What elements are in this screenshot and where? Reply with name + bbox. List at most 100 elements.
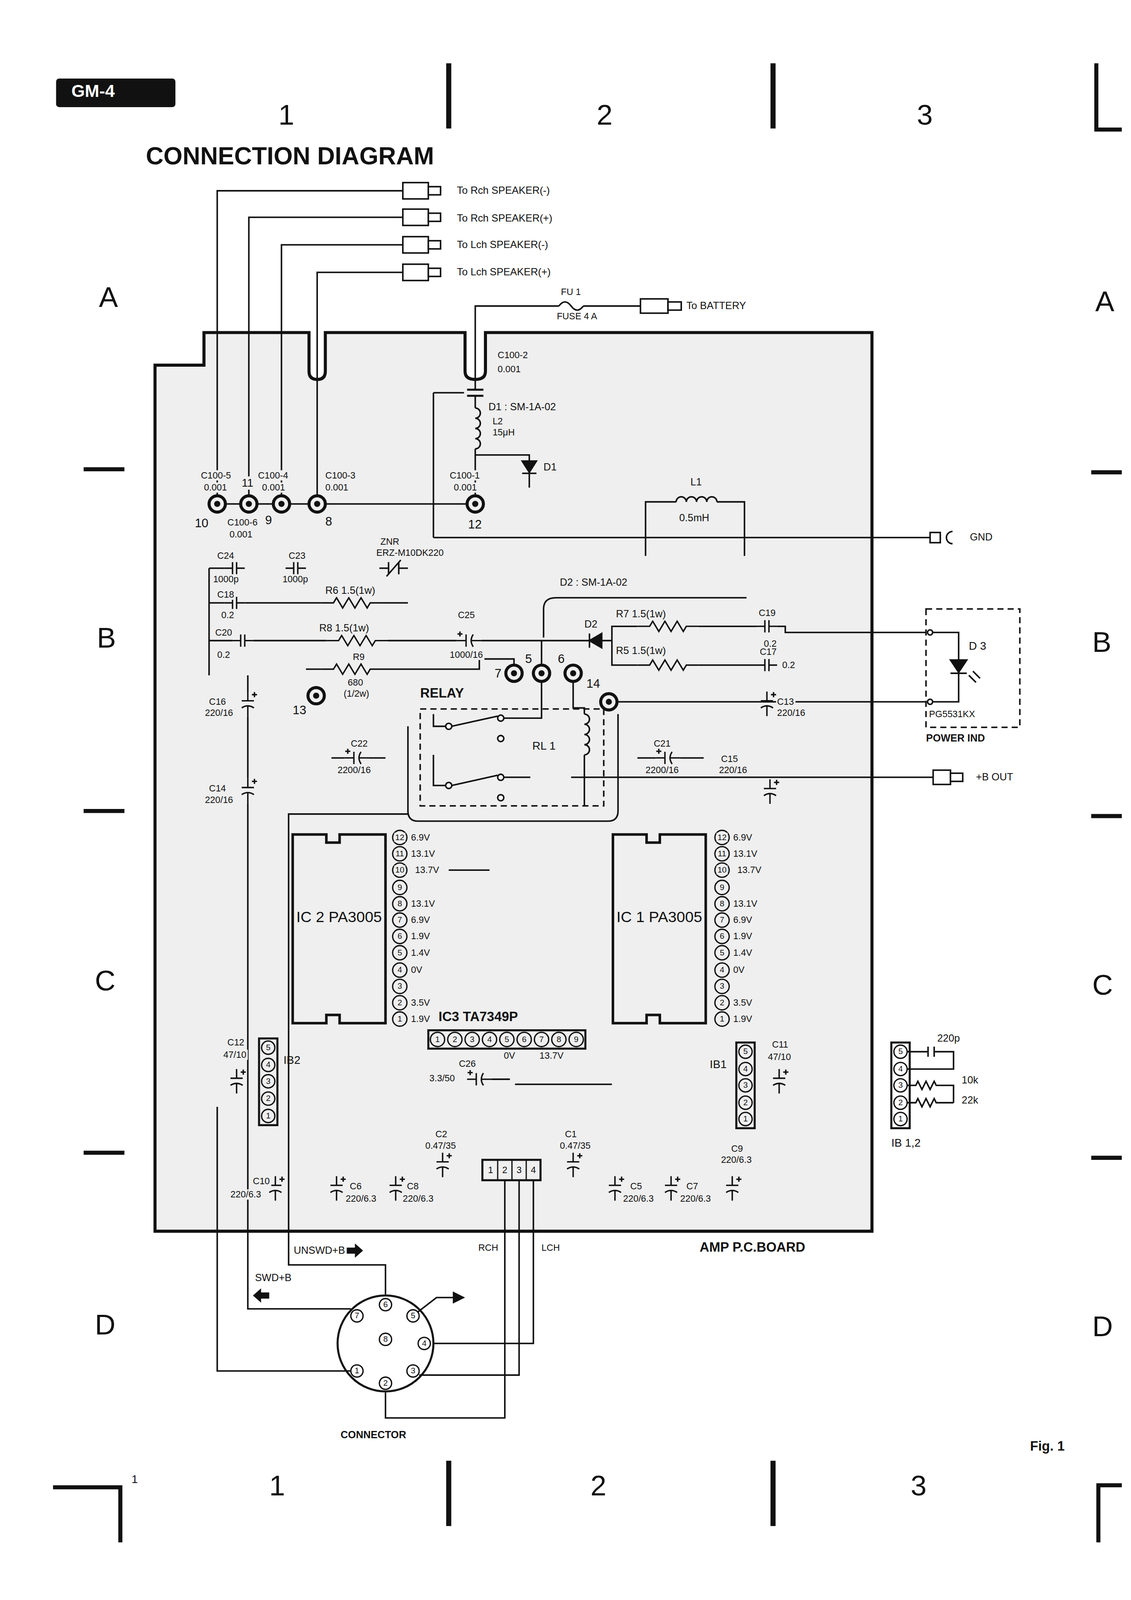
pin-number: 4 bbox=[265, 1060, 272, 1070]
pin-number: 10 bbox=[716, 865, 728, 875]
wire bbox=[475, 408, 481, 449]
pin-number: 4 bbox=[529, 1164, 537, 1175]
pin-ring bbox=[714, 862, 729, 878]
grid-reference: B bbox=[96, 622, 117, 656]
capacitor-symbol bbox=[756, 658, 778, 672]
pin-number: 2 bbox=[742, 1097, 749, 1108]
connector-block bbox=[482, 1159, 541, 1181]
component-label: 0V bbox=[732, 964, 746, 976]
component-label: C100-5 bbox=[199, 470, 232, 481]
pin-number: 7 bbox=[718, 915, 726, 925]
component-label: R6 1.5(1w) bbox=[324, 584, 377, 596]
component-label: 13.1V bbox=[732, 848, 759, 860]
terminal-ring bbox=[313, 692, 320, 699]
capacitor-symbol bbox=[756, 620, 778, 633]
pin-ring bbox=[418, 1337, 431, 1350]
component-label: C26 bbox=[457, 1058, 477, 1070]
frame-mark bbox=[52, 63, 1122, 1543]
outline-shape bbox=[292, 834, 386, 1024]
pin-number: 3 bbox=[515, 1164, 523, 1175]
component-label: 0.2 bbox=[216, 649, 232, 661]
pin-ring bbox=[714, 979, 729, 994]
capacitor-symbol bbox=[224, 562, 778, 672]
pin-ring bbox=[714, 945, 729, 960]
node-text: CONNECTOR bbox=[340, 1428, 407, 1441]
pin-number: 6 bbox=[396, 931, 403, 942]
terminal-ring bbox=[538, 670, 545, 677]
plug-symbol bbox=[497, 774, 504, 781]
grid-reference: C bbox=[93, 964, 117, 998]
frame-mark bbox=[83, 469, 1123, 1158]
component-label: C23 bbox=[287, 550, 307, 562]
electrolytic-capacitor-symbol bbox=[725, 1175, 742, 1201]
signal-arrow bbox=[346, 1243, 363, 1258]
pin-number: 9 bbox=[718, 882, 726, 892]
resistor-symbol bbox=[321, 597, 699, 674]
wire-connector bbox=[871, 700, 927, 703]
component-label: 13.1V bbox=[410, 898, 437, 910]
wire-connector bbox=[871, 631, 927, 634]
component-label: 13.1V bbox=[410, 848, 437, 860]
grid-reference: 2 bbox=[595, 99, 614, 132]
pin-number: 1 bbox=[434, 1034, 441, 1044]
pin-number: 4 bbox=[420, 1338, 428, 1348]
component-label: C15 bbox=[719, 753, 739, 765]
electrolytic-capacitor-symbol bbox=[457, 631, 482, 647]
component-label: 0V bbox=[410, 964, 424, 976]
pin-number: 4 bbox=[742, 1063, 749, 1074]
component-label: 220/16 bbox=[717, 764, 749, 776]
pin-ring bbox=[392, 979, 407, 994]
wire-connector bbox=[385, 1230, 505, 1418]
pin-ring bbox=[392, 896, 407, 911]
electrolytic-capacitor-symbol bbox=[269, 1175, 285, 1201]
pin-number: 10 bbox=[394, 865, 406, 875]
component-label: 0.001 bbox=[452, 482, 479, 493]
pin-number: 3 bbox=[718, 981, 726, 992]
component-label: 6.9V bbox=[410, 831, 432, 843]
pin-ring bbox=[482, 1031, 497, 1047]
pin-ring bbox=[392, 880, 407, 895]
component-label: D2 bbox=[583, 617, 599, 630]
component-label: 10 bbox=[193, 516, 210, 531]
frame-mark bbox=[52, 63, 1122, 1543]
component-label: To Lch SPEAKER(-) bbox=[455, 238, 550, 251]
connector-block bbox=[482, 1159, 541, 1181]
component-label: C24 bbox=[216, 550, 236, 562]
relay-box: RELAYRL 1 bbox=[419, 708, 604, 806]
outline-shape bbox=[612, 834, 706, 1024]
plug-symbol bbox=[428, 240, 441, 249]
grid-reference: 1 bbox=[277, 99, 296, 132]
pin-ring bbox=[379, 1376, 392, 1390]
resistor-symbol bbox=[637, 659, 699, 671]
component-label: 1 bbox=[130, 1472, 139, 1486]
pin-ring bbox=[261, 1040, 275, 1055]
component-label: 5 bbox=[524, 652, 534, 667]
grid-reference: 2 bbox=[589, 1469, 608, 1503]
pin-ring bbox=[379, 1332, 392, 1346]
component-label: 220/16 bbox=[775, 707, 807, 719]
terminal-ring bbox=[273, 495, 290, 512]
plug-symbol bbox=[667, 301, 682, 310]
wire-label: LCH bbox=[540, 1241, 561, 1253]
component-label: 1.9V bbox=[410, 930, 432, 942]
pin-ring bbox=[714, 880, 729, 895]
pin-ring bbox=[261, 1058, 275, 1072]
electrolytic-capacitor-symbol bbox=[241, 691, 257, 716]
pin-number: 2 bbox=[382, 1378, 389, 1388]
grid-reference: A bbox=[97, 281, 119, 315]
plug-symbol bbox=[428, 186, 441, 195]
frame-mark bbox=[448, 63, 773, 1526]
resistor-symbol bbox=[637, 620, 699, 632]
component-label: C1 bbox=[563, 1128, 578, 1140]
wire bbox=[209, 568, 872, 702]
component-label: 13 bbox=[291, 703, 308, 718]
terminal-ring bbox=[209, 495, 618, 710]
pin-number: 7 bbox=[396, 915, 403, 925]
connector-block bbox=[497, 1159, 527, 1181]
component-label: 0.2 bbox=[781, 659, 796, 671]
signal-arrow bbox=[253, 1243, 466, 1304]
pin-ring bbox=[714, 929, 729, 944]
terminal-ring bbox=[278, 500, 285, 507]
outline-shape bbox=[154, 332, 872, 1231]
